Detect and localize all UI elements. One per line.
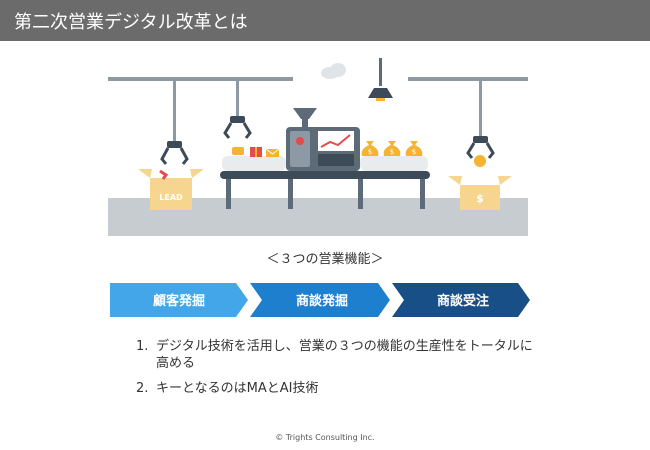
copyright-footer: © Trights Consulting Inc. [275,433,375,442]
belt-surface-right [360,156,428,171]
robot-claw-icon [223,81,252,139]
money-bag-icon: $ [361,141,379,156]
ceiling-rail-left [108,77,293,81]
conveyor-belt [220,171,430,209]
list-item-number: 2. [136,381,149,396]
ceiling-rail-right [408,77,528,81]
money-bag-icon: $ [383,141,401,156]
cloud-icon [321,63,346,79]
chat-icon [232,147,244,155]
funnel-icon [293,108,317,127]
processing-machine [286,127,360,171]
list-item-number: 1. [136,339,149,354]
svg-text:$: $ [390,148,394,156]
chevron-step-3 [392,283,530,317]
chevron-step-1 [110,283,248,317]
list-item-text: キーとなるのはMAとAI技術 [156,381,319,396]
svg-text:LEAD: LEAD [159,193,183,202]
process-chevrons [110,283,530,317]
header-bar: 第二次営業デジタル改革とは [0,0,650,41]
svg-text:$: $ [476,192,484,205]
key-points-list: 1. デジタル技術を活用し、営業の３つの機能の生産性をトータルに高める 2. キ… [136,338,556,405]
robot-claw-icon [160,81,189,165]
money-bag-icon: $ [405,141,423,156]
list-item: 1. デジタル技術を活用し、営業の３つの機能の生産性をトータルに高める [136,338,556,372]
gift-icon [250,147,262,157]
chevron-label-2: 商談発掘 [295,294,348,309]
list-item-text: デジタル技術を活用し、営業の３つの機能の生産性をトータルに高める [156,339,533,371]
belt-surface-left [222,156,286,171]
lead-box: LEAD [138,169,204,210]
page-title: 第二次営業デジタル改革とは [14,12,248,33]
robot-claw-icon [466,81,495,167]
chevron-step-2 [250,283,390,317]
factory-illustration: $ $ $ LEAD $ [108,58,528,236]
svg-text:$: $ [368,148,372,156]
functions-caption: ＜３つの営業機能＞ [266,252,384,267]
list-item: 2. キーとなるのはMAとAI技術 [136,380,556,397]
dollar-box: $ [448,176,512,210]
chevron-label-3: 商談受注 [436,294,489,309]
chevron-label-1: 顧客発掘 [152,294,205,309]
mail-icon [265,148,280,157]
svg-text:$: $ [412,148,416,156]
lamp-icon [368,58,393,101]
